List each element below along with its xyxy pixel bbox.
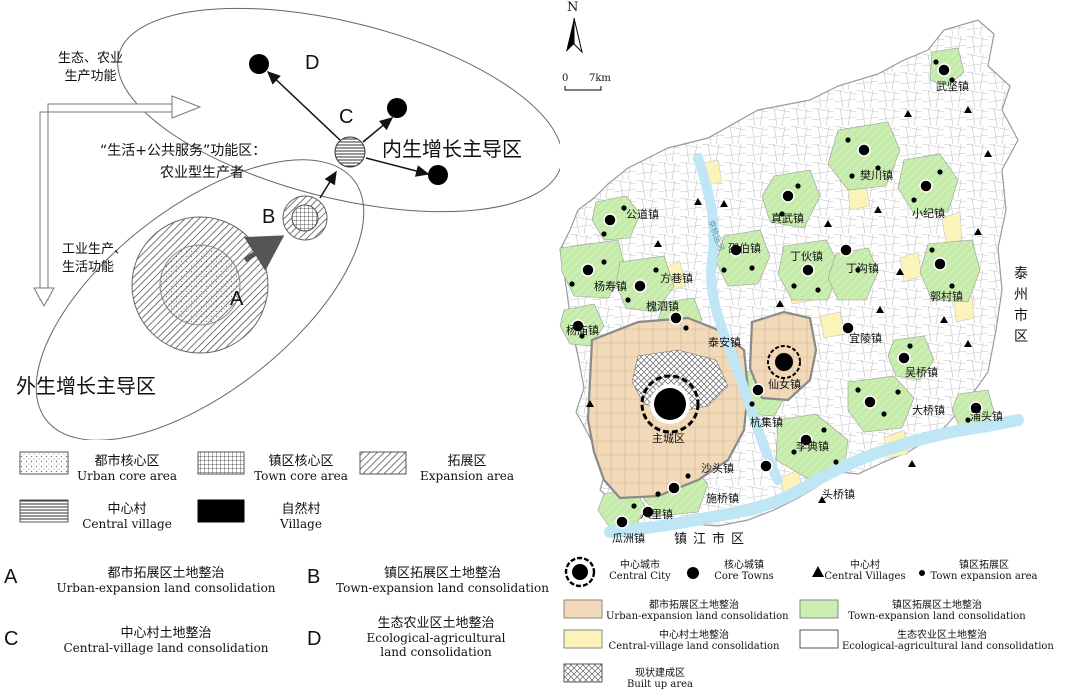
town-label: 宜陵镇 — [849, 332, 882, 345]
exogenous-zone-ellipse — [35, 159, 365, 440]
consolidation-d: 生态农业区土地整治 Ecological-agricultural land c… — [366, 616, 506, 659]
north-label: N — [567, 0, 579, 15]
map-legend-symbols — [563, 556, 925, 683]
legend-built-up-area: 现状建成区 Built up area — [626, 668, 694, 690]
legend-urban-expansion-consolidation: 都市拓展区土地整治 Urban-expansion land consolida… — [606, 600, 789, 622]
legend-central-villages: 中心村 Central Villages — [824, 560, 906, 582]
pattern-legend-swatches — [19, 451, 407, 523]
endogenous-zone-ellipse — [117, 7, 560, 213]
town-expansion-dots — [569, 59, 971, 509]
central-village-circle — [334, 136, 366, 168]
legend-central-city: 中心城市 Central City — [609, 560, 671, 582]
central-village-triangles — [586, 106, 992, 503]
town-label: 小纪镇 — [912, 207, 945, 220]
scale-start: 0 — [562, 73, 569, 84]
legend-core-towns: 核心城镇 Core Towns — [714, 560, 774, 582]
yangtze-river — [604, 414, 1024, 538]
node-label-d: D — [305, 52, 320, 74]
town-label: 方巷镇 — [660, 272, 693, 285]
node-label-a: A — [230, 288, 244, 310]
flow-arrow-left — [39, 95, 202, 301]
node-label-b: B — [262, 206, 276, 228]
town-label: 杨庙镇 — [566, 324, 599, 337]
town-label: 头桥镇 — [822, 488, 855, 501]
village-dot — [428, 165, 448, 185]
consolidation-c: 中心村土地整治 Central-village land consolidati… — [63, 626, 269, 655]
zhenjiang-label: 镇江市区 — [674, 532, 751, 547]
town-label: 泰安镇 — [708, 336, 741, 349]
endogenous-zone-label: 内生增长主导区 — [382, 137, 522, 161]
legend-town-expansion-consolidation: 镇区拓展区土地整治 Town-expansion land consolidat… — [848, 600, 1026, 622]
town-label: 主城区 — [652, 432, 685, 445]
town-label: 丁沟镇 — [846, 262, 879, 275]
consolidation-code-a: A — [4, 566, 18, 588]
producer-label: 农业型生产者 — [160, 165, 244, 181]
consolidation-b: 镇区拓展区土地整治 Town-expansion land consolidat… — [336, 566, 549, 595]
town-label: 浦头镇 — [970, 410, 1003, 423]
town-label: 公道镇 — [626, 208, 659, 221]
town-label: 沙头镇 — [701, 462, 734, 475]
legend-urban-core: 都市核心区 Urban core area — [77, 454, 177, 483]
village-dot — [249, 54, 269, 74]
land-consolidation-map — [559, 17, 1024, 538]
legend-expansion: 拓展区 Expansion area — [419, 454, 514, 483]
central-city-icon — [640, 374, 700, 434]
exogenous-zone-label: 外生增长主导区 — [16, 374, 156, 398]
consolidation-a: 都市拓展区土地整治 Urban-expansion land consolida… — [56, 566, 276, 595]
town-label: 杭集镇 — [750, 416, 783, 429]
town-label: 施桥镇 — [706, 492, 739, 505]
grand-canal — [693, 153, 783, 485]
town-label: 瓜洲镇 — [612, 532, 645, 545]
scale-bar — [564, 86, 602, 91]
consolidation-code-d: D — [307, 628, 322, 650]
town-label: 李典镇 — [796, 440, 829, 453]
eco-function-label: 生态、农业 生产功能 — [58, 51, 124, 84]
taizhou-label: 泰州市区 — [1014, 266, 1028, 345]
industry-function-label: 工业生产、 生活功能 — [62, 242, 128, 275]
town-label: 大桥镇 — [912, 404, 945, 417]
legend-village: 自然村 Village — [280, 502, 322, 531]
scale-end: 7km — [589, 73, 611, 84]
town-label: 樊川镇 — [860, 169, 893, 182]
village-dot — [387, 98, 407, 118]
legend-ecological-consolidation: 生态农业区土地整治 Ecological-agricultural land c… — [842, 630, 1054, 652]
consolidation-code-c: C — [4, 628, 19, 650]
service-area-label: “生活+公共服务”功能区： — [100, 143, 267, 159]
town-label: 丁伙镇 — [790, 250, 823, 263]
legend-central-village-consolidation: 中心村土地整治 Central-village land consolidati… — [608, 630, 780, 652]
urban-core-circle — [159, 244, 241, 326]
consolidation-code-b: B — [307, 566, 321, 588]
town-label: 仙女镇 — [768, 378, 801, 391]
town-label: 郭村镇 — [930, 290, 963, 303]
xiannv-city-icon — [767, 345, 801, 379]
concept-diagram — [33, 7, 560, 440]
town-label: 吴桥镇 — [905, 366, 938, 379]
town-label: 槐泗镇 — [646, 300, 679, 313]
node-label-c: C — [339, 106, 354, 128]
core-town-dots — [571, 63, 983, 529]
town-label: 真武镇 — [771, 212, 804, 225]
town-label: 武坚镇 — [936, 80, 969, 93]
legend-town-core: 镇区核心区 Town core area — [254, 454, 348, 483]
town-label: 邵伯镇 — [728, 242, 761, 255]
town-label: 八里镇 — [640, 508, 673, 521]
legend-central-village: 中心村 Central village — [82, 502, 172, 531]
town-label: 杨寿镇 — [594, 280, 627, 293]
town-core-circle — [291, 204, 319, 232]
north-arrow-icon — [566, 18, 574, 52]
legend-town-expansion: 镇区拓展区 Town expansion area — [930, 560, 1038, 582]
